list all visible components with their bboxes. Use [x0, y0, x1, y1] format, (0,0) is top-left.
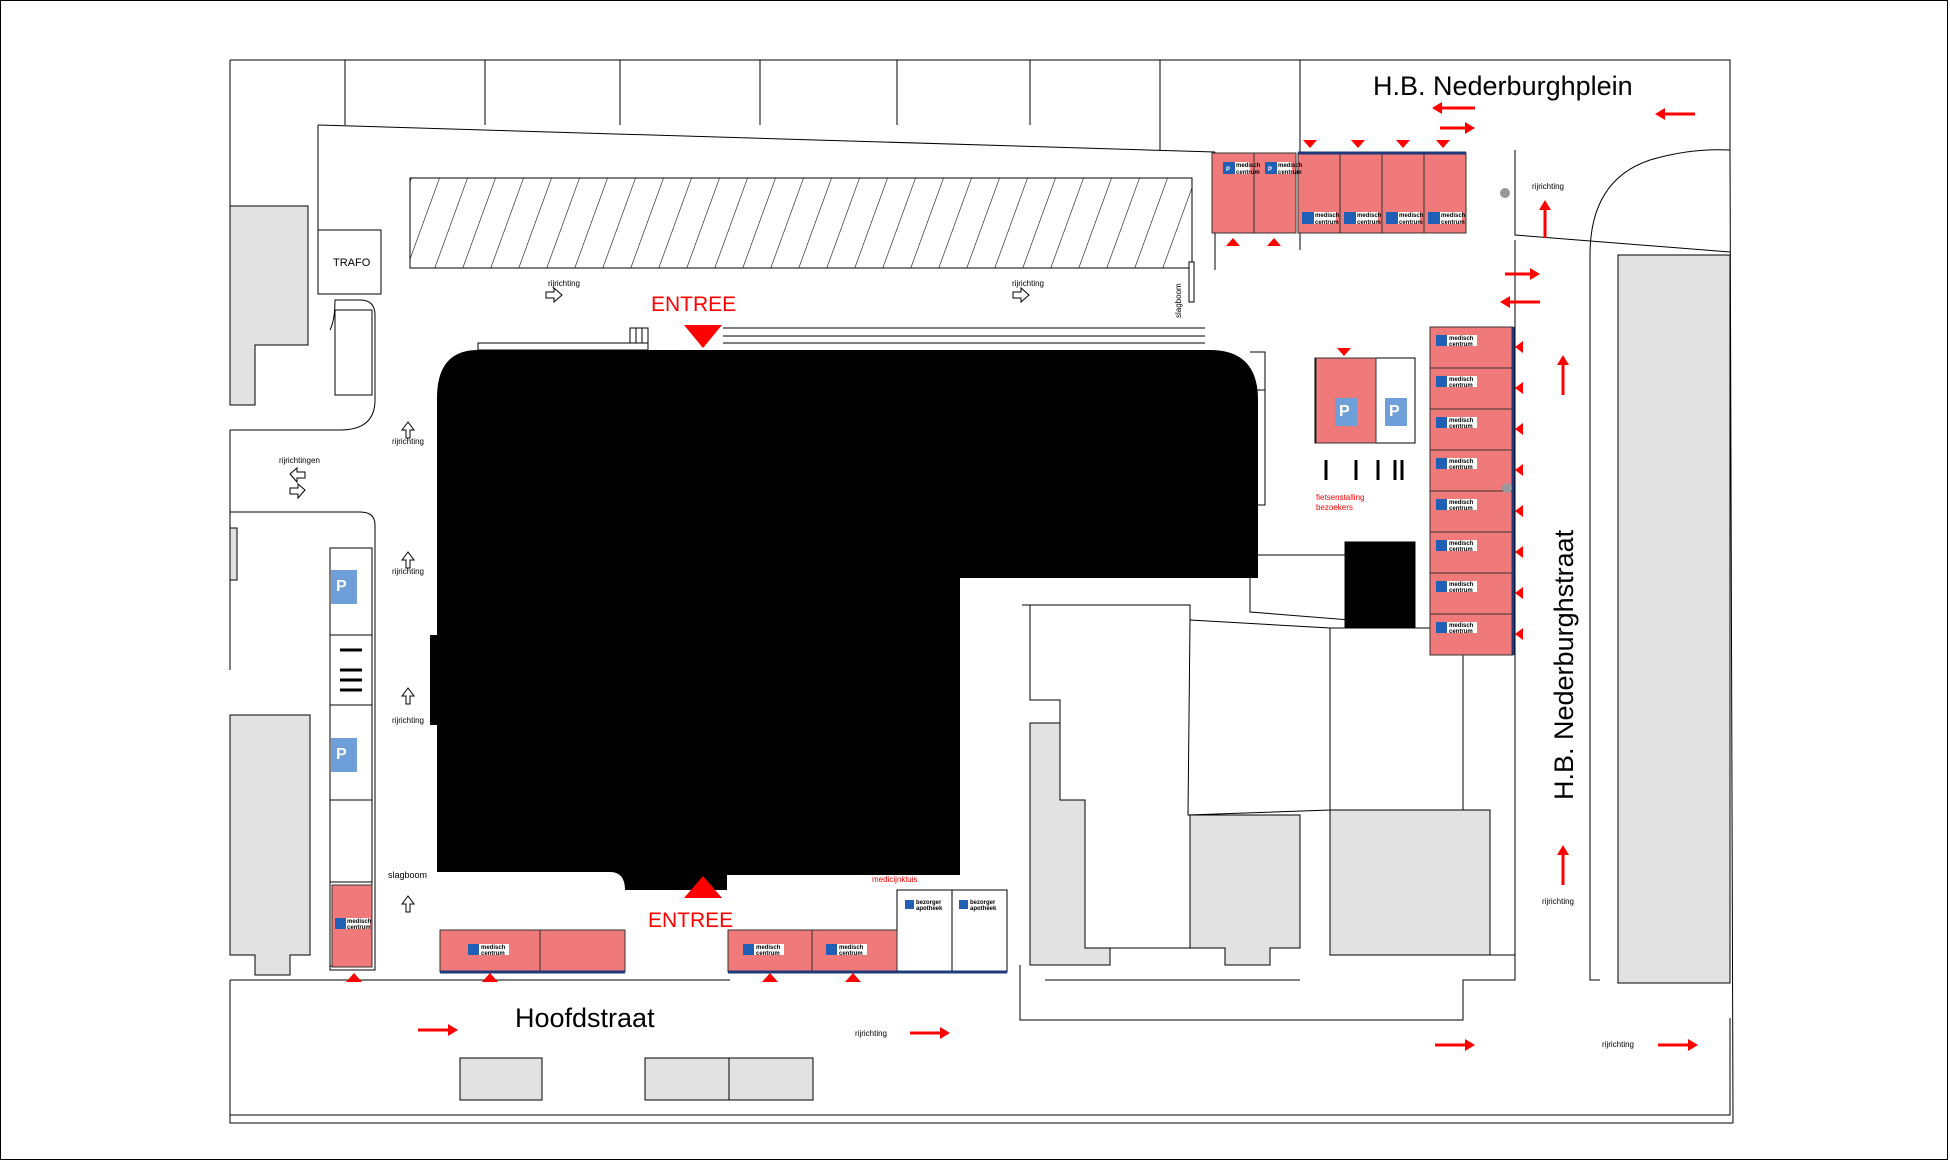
sign-centrum: centrum — [1449, 629, 1473, 635]
sign-medisch: medisch — [1449, 541, 1474, 547]
street-name-nederburghstraat: H.B. Nederburghstraat — [1549, 529, 1579, 800]
red-arrow-icon — [418, 102, 1698, 1051]
hatched-canopy — [409, 177, 1193, 269]
sign-p: P — [336, 746, 347, 763]
sign-centrum: centrum — [1449, 342, 1473, 348]
sign-medisch: medisch — [1278, 163, 1303, 169]
sign-centrum: centrum — [1449, 424, 1473, 430]
building-outlines — [317, 229, 1516, 967]
bezorger-block — [896, 889, 1008, 974]
rijrichting-label: rijrichting — [392, 437, 424, 446]
barrier-post — [1188, 261, 1195, 303]
sign-centrum: centrum — [481, 951, 505, 957]
house-number-label: nr 83-85 — [634, 879, 660, 886]
sign-p: P — [1389, 403, 1400, 420]
entrance-steps — [477, 327, 1205, 351]
sign-medisch: medisch — [1357, 213, 1382, 219]
sign-centrum: centrum — [1315, 220, 1339, 226]
rijrichting-label: rijrichting — [548, 279, 580, 288]
sign-medisch: medisch — [1449, 623, 1474, 629]
sign-centrum: centrum — [839, 951, 863, 957]
fietsenstalling-label: fietsenstalling — [1316, 493, 1364, 502]
rijrichtingen-label: rijrichtingen — [279, 456, 320, 465]
sign-p: P — [1226, 167, 1230, 173]
sign-medisch: medisch — [839, 945, 864, 951]
bay-blue-edges — [440, 151, 1515, 974]
sign-texts: P P medisch centrum medisch centrum medi… — [347, 163, 1474, 957]
rijrichting-label: rijrichting — [1012, 279, 1044, 288]
sign-centrum: centrum — [1399, 220, 1423, 226]
entrance-triangle-icon — [346, 140, 1523, 982]
parking-sign-icon — [331, 162, 1447, 955]
parking-bay — [1429, 367, 1514, 410]
bicycle-rack-icon — [340, 460, 1404, 692]
sign-centrum: centrum — [347, 925, 371, 931]
sign-centrum: centrum — [1236, 170, 1260, 176]
rijrichting-label: rijrichting — [1542, 897, 1574, 906]
parking-bay — [1429, 408, 1514, 451]
sign-medisch: medisch — [1449, 377, 1474, 383]
rijrichting-label: rijrichting — [1532, 182, 1564, 191]
sign-centrum: centrum — [1449, 506, 1473, 512]
building-edges — [430, 635, 438, 725]
large-p-signs: P P P P — [336, 403, 1400, 763]
parking-bay — [1429, 531, 1514, 574]
slagboom-label-vertical: slagboom — [1174, 283, 1183, 318]
sign-medisch: medisch — [1441, 213, 1466, 219]
sign-centrum: centrum — [1278, 170, 1302, 176]
sign-medisch: medisch — [756, 945, 781, 951]
sign-medisch: medisch — [1399, 213, 1424, 219]
sign-apotheek: apotheek — [970, 906, 997, 912]
sign-medisch: medisch — [1449, 336, 1474, 342]
street-name-nederburghplein: H.B. Nederburghplein — [1373, 71, 1633, 101]
sign-centrum: centrum — [756, 951, 780, 957]
sign-apotheek: apotheek — [916, 906, 943, 912]
sign-centrum: centrum — [1449, 547, 1473, 553]
sign-centrum: centrum — [1441, 220, 1465, 226]
entree-label-bottom: ENTREE — [648, 909, 733, 932]
sign-medisch: medisch — [1315, 213, 1340, 219]
neighbouring-buildings — [229, 205, 1731, 1101]
parking-bay — [539, 929, 626, 973]
entree-label-top: ENTREE — [651, 293, 736, 316]
slagboom-label: slagboom — [388, 870, 427, 880]
rijrichting-label: rijrichting — [392, 567, 424, 576]
parking-bay — [1429, 326, 1514, 369]
main-building — [437, 350, 1258, 890]
bezoekers-label: bezoekers — [1316, 503, 1353, 512]
sign-medisch: medisch — [1236, 163, 1261, 169]
parking-bay — [1429, 613, 1514, 656]
sign-centrum: centrum — [1449, 383, 1473, 389]
sign-medisch: medisch — [1449, 418, 1474, 424]
sign-p: P — [1339, 403, 1350, 420]
trafo-label: TRAFO — [333, 257, 371, 269]
medicijnkluis-label: medicijnkluis — [872, 875, 917, 884]
sign-medisch: medisch — [1449, 500, 1474, 506]
sign-bezorger: bezorger — [970, 900, 996, 906]
sign-centrum: centrum — [1357, 220, 1381, 226]
map-labels: H.B. Nederburghplein H.B. Nederburghstra… — [279, 71, 1634, 1049]
sign-centrum: centrum — [1449, 588, 1473, 594]
direction-arrow-icon — [289, 286, 1030, 913]
sign-centrum: centrum — [1449, 465, 1473, 471]
sign-medisch: medisch — [1449, 459, 1474, 465]
pole-markers — [1500, 188, 1512, 493]
sign-p: P — [336, 578, 347, 595]
street-name-hoofdstraat: Hoofdstraat — [515, 1003, 655, 1033]
sign-medisch: medisch — [1449, 582, 1474, 588]
sign-medisch: medisch — [347, 919, 372, 925]
rijrichting-label: rijrichting — [855, 1029, 887, 1038]
rijrichting-label: rijrichting — [392, 716, 424, 725]
sign-white-panels — [346, 162, 1477, 955]
sign-bezorger: bezorger — [916, 900, 942, 906]
sign-medisch: medisch — [481, 945, 506, 951]
sign-p: P — [1268, 167, 1272, 173]
rijrichting-label: rijrichting — [1602, 1040, 1634, 1049]
